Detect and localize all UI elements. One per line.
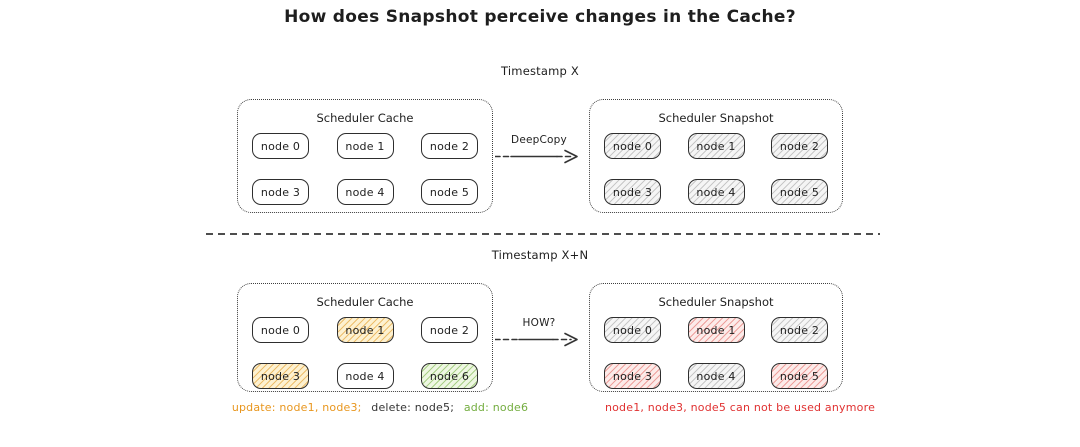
node-box: node 3 <box>252 363 309 389</box>
node-box: node 0 <box>252 133 309 159</box>
scheduler-cache-box-t2: Scheduler Cache node 0 node 1 node 2 nod… <box>237 283 493 392</box>
node-row: node 3 node 4 node 6 <box>238 363 492 389</box>
snapshot-invalid-caption: node1, node3, node5 can not be used anym… <box>604 401 876 414</box>
node-box: node 1 <box>336 133 394 159</box>
node-row: node 3 node 4 node 5 <box>238 179 492 205</box>
node-box: node 5 <box>421 179 478 205</box>
node-box: node 6 <box>421 363 478 389</box>
scheduler-cache-label: Scheduler Cache <box>316 295 414 309</box>
node-row: node 0 node 1 node 2 <box>238 317 492 343</box>
node-box: node 3 <box>604 179 661 205</box>
node-box: node 4 <box>336 179 394 205</box>
arrow-right-icon <box>495 332 578 347</box>
diagram-title: How does Snapshot perceive changes in th… <box>284 7 796 27</box>
how-arrow: HOW? <box>495 317 583 348</box>
scheduler-cache-label: Scheduler Cache <box>316 111 414 125</box>
node-box: node 0 <box>604 317 661 343</box>
node-row: node 3 node 4 node 5 <box>590 179 842 205</box>
arrow-right-icon <box>495 149 578 164</box>
node-row: node 0 node 1 node 2 <box>590 133 842 159</box>
how-arrow-label: HOW? <box>522 317 556 329</box>
scheduler-snapshot-box-t1: Scheduler Snapshot node 0 node 1 node 2 … <box>589 99 843 213</box>
deepcopy-arrow: DeepCopy <box>495 134 583 165</box>
scheduler-snapshot-label: Scheduler Snapshot <box>658 111 774 125</box>
delete-note: delete: node5; <box>371 401 455 414</box>
node-box: node 2 <box>421 133 478 159</box>
update-note: update: node1, node3; <box>231 401 362 414</box>
scheduler-snapshot-box-t2: Scheduler Snapshot node 0 node 1 node 2 … <box>589 283 843 392</box>
node-box: node 5 <box>771 363 828 389</box>
timestamp-x-label: Timestamp X <box>501 64 579 78</box>
scheduler-snapshot-label: Scheduler Snapshot <box>658 295 774 309</box>
node-box: node 1 <box>687 317 745 343</box>
node-box: node 1 <box>687 133 745 159</box>
node-box: node 4 <box>687 179 745 205</box>
timestamp-xn-label: Timestamp X+N <box>491 248 589 262</box>
node-box: node 4 <box>336 363 394 389</box>
node-row: node 0 node 1 node 2 <box>238 133 492 159</box>
cache-changes-caption: update: node1, node3; delete: node5; add… <box>225 401 535 414</box>
deepcopy-arrow-label: DeepCopy <box>511 134 567 146</box>
node-box: node 2 <box>421 317 478 343</box>
node-box: node 5 <box>771 179 828 205</box>
scheduler-cache-box-t1: Scheduler Cache node 0 node 1 node 2 nod… <box>237 99 493 213</box>
node-row: node 0 node 1 node 2 <box>590 317 842 343</box>
node-box: node 3 <box>604 363 661 389</box>
node-box: node 2 <box>771 133 828 159</box>
node-box: node 0 <box>604 133 661 159</box>
node-box: node 4 <box>687 363 745 389</box>
node-box: node 0 <box>252 317 309 343</box>
node-box: node 2 <box>771 317 828 343</box>
node-row: node 3 node 4 node 5 <box>590 363 842 389</box>
node-box: node 1 <box>336 317 394 343</box>
node-box: node 3 <box>252 179 309 205</box>
add-note: add: node6 <box>463 401 529 414</box>
section-divider <box>206 233 880 235</box>
